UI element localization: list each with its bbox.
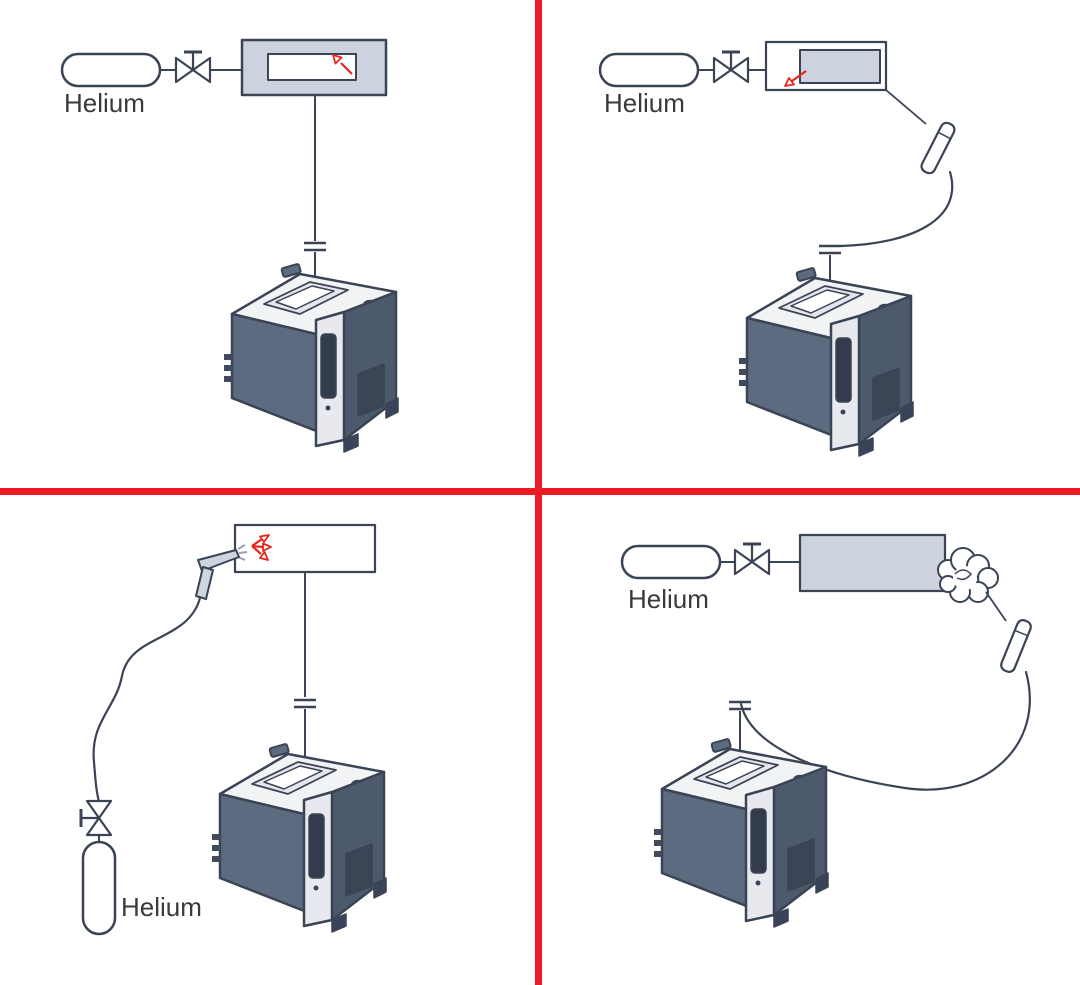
leak-detector-unit bbox=[652, 737, 830, 929]
test-part bbox=[267, 53, 357, 81]
shutoff-valve-icon bbox=[79, 799, 113, 837]
flange-connection-icon bbox=[302, 241, 328, 252]
helium-label: Helium bbox=[628, 584, 709, 614]
helium-label: Helium bbox=[64, 88, 145, 118]
sniffer-probe-icon bbox=[918, 119, 958, 177]
helium-cylinder-icon bbox=[60, 52, 162, 88]
shutoff-valve-icon bbox=[733, 542, 771, 576]
helium-label: Helium bbox=[604, 88, 685, 118]
flange-connection-icon bbox=[727, 700, 753, 711]
shutoff-valve-icon bbox=[712, 50, 750, 84]
leak-detector-unit bbox=[222, 262, 400, 454]
quadrant-top-right: Helium bbox=[598, 40, 958, 458]
test-part bbox=[798, 533, 947, 593]
sniffer-probe-icon bbox=[998, 617, 1034, 675]
quadrant-top-left: Helium bbox=[60, 38, 400, 454]
helium-cloud-icon bbox=[937, 547, 999, 603]
leak-arrows-icon bbox=[251, 534, 272, 561]
helium-cylinder-icon bbox=[81, 840, 117, 936]
helium-cylinder-icon bbox=[598, 52, 700, 88]
sniffer-hose bbox=[839, 170, 954, 248]
leak-detector-unit bbox=[210, 742, 388, 934]
helium-cylinder-icon bbox=[620, 544, 722, 580]
spray-gun-icon bbox=[195, 549, 240, 600]
sniffer-tip bbox=[885, 89, 927, 125]
quadrant-bottom-right: Helium bbox=[620, 533, 1034, 929]
test-part bbox=[799, 49, 881, 84]
flange-connection-icon bbox=[292, 698, 318, 709]
shutoff-valve-icon bbox=[174, 50, 212, 84]
sniffer-hose bbox=[739, 670, 1031, 791]
flange-connection-icon bbox=[817, 244, 843, 255]
helium-label: Helium bbox=[121, 892, 202, 922]
leak-detector-unit bbox=[737, 266, 915, 458]
quadrant-bottom-left: Helium bbox=[79, 523, 388, 936]
sniffer-tip bbox=[985, 591, 1007, 622]
spray-hose bbox=[92, 596, 202, 804]
leak-arrow-icon bbox=[784, 70, 807, 87]
red-divider-vertical bbox=[535, 0, 542, 985]
test-part bbox=[233, 523, 377, 574]
leak-arrow-icon bbox=[332, 54, 353, 75]
